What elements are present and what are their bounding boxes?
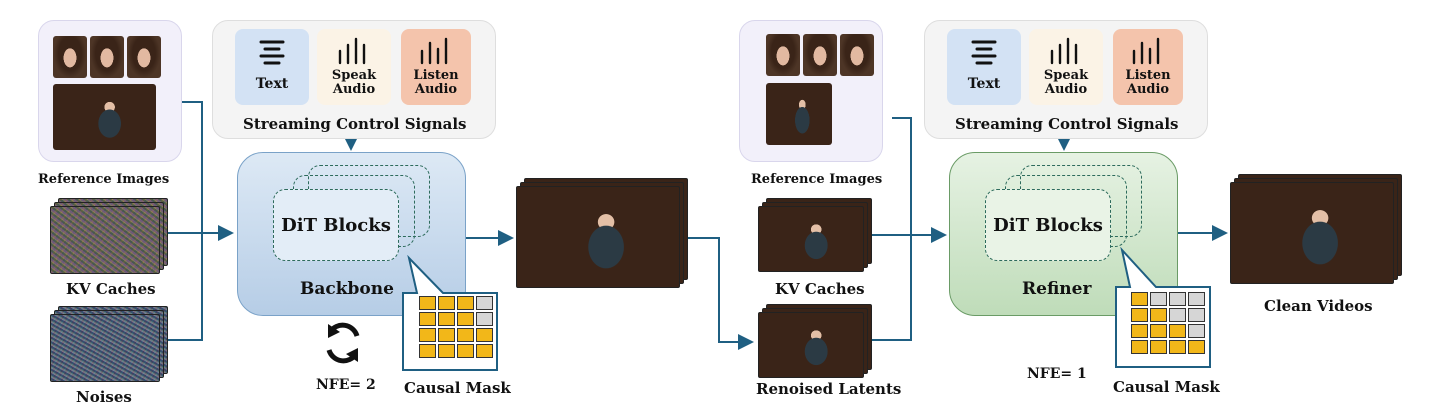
causal-mask-label-2: Causal Mask: [1113, 378, 1220, 396]
ref-to-backbone-line: [166, 101, 203, 341]
speak-audio-signal: Speak Audio: [317, 29, 391, 105]
kv-caches-label-2: KV Caches: [775, 280, 865, 298]
text-signal-2: Text: [947, 29, 1021, 105]
refiner-label: Refiner: [1022, 279, 1092, 299]
reference-images-label: Reference Images: [38, 172, 170, 187]
causal-mask-grid-backbone: [419, 296, 493, 358]
reference-face-3: [127, 36, 161, 78]
streaming-signals-panel-2: Text Speak Audio Listen Audio Streaming …: [924, 20, 1208, 139]
nfe-refiner-label: NFE= 1: [1027, 366, 1087, 382]
speak-waveform-icon: [1050, 37, 1078, 65]
kv-caches-stack-2: [758, 198, 872, 274]
noises-stack: [50, 306, 168, 382]
backbone-output-video: [516, 178, 688, 290]
dit-blocks-2: DiT Blocks: [985, 189, 1111, 261]
speak-audio-label-2: Speak Audio: [1043, 68, 1089, 97]
speak-audio-signal-2: Speak Audio: [1029, 29, 1103, 105]
listen-audio-signal-2: Listen Audio: [1113, 29, 1183, 105]
refiner-module: DiT Blocks Refiner: [949, 152, 1178, 316]
text-signal-label: Text: [255, 76, 289, 92]
backbone-label: Backbone: [300, 279, 394, 299]
listen-audio-label-2: Listen Audio: [1125, 68, 1171, 97]
reference-scene: [53, 84, 156, 150]
video-to-renoised-arrow: [686, 237, 754, 350]
nfe-backbone-label: NFE= 2: [316, 377, 376, 393]
reference-face-1: [53, 36, 87, 78]
reference2-scene: [766, 83, 832, 145]
noises-label: Noises: [76, 388, 132, 406]
reference-images-label-2: Reference Images: [751, 172, 883, 187]
clean-videos-label: Clean Videos: [1264, 297, 1373, 315]
text-icon: [971, 40, 997, 65]
listen-waveform-icon: [420, 37, 448, 65]
text-icon: [259, 40, 285, 65]
dit-blocks: DiT Blocks: [273, 189, 399, 261]
renoised-latents-label: Renoised Latents: [756, 380, 902, 398]
reference-images-panel: [38, 20, 182, 162]
causal-mask-grid-refiner: [1131, 292, 1205, 354]
streaming-signals-title-2: Streaming Control Signals: [955, 115, 1179, 133]
streaming-signals-panel: Text Speak Audio Listen Audio Streaming …: [212, 20, 496, 139]
reference-images-panel-2: [739, 20, 883, 162]
backbone-module: DiT Blocks Backbone: [237, 152, 466, 316]
renoised-latents-stack: [758, 304, 872, 380]
clean-videos-stack: [1230, 174, 1402, 286]
streaming-signals-title: Streaming Control Signals: [243, 115, 467, 133]
refresh-icon: [326, 322, 360, 364]
reference2-face-2: [803, 34, 837, 76]
causal-mask-label: Causal Mask: [404, 379, 511, 397]
kv-caches-stack: [50, 198, 168, 274]
ref2-to-refiner-line: [872, 117, 912, 341]
text-signal-label-2: Text: [967, 76, 1001, 92]
listen-waveform-icon: [1132, 37, 1160, 65]
kv-caches-label: KV Caches: [66, 280, 156, 298]
speak-audio-label: Speak Audio: [331, 68, 377, 97]
speak-waveform-icon: [338, 37, 366, 65]
text-signal: Text: [235, 29, 309, 105]
reference2-face-1: [766, 34, 800, 76]
reference2-face-3: [840, 34, 874, 76]
reference-face-2: [90, 36, 124, 78]
listen-audio-label: Listen Audio: [413, 68, 459, 97]
listen-audio-signal: Listen Audio: [401, 29, 471, 105]
